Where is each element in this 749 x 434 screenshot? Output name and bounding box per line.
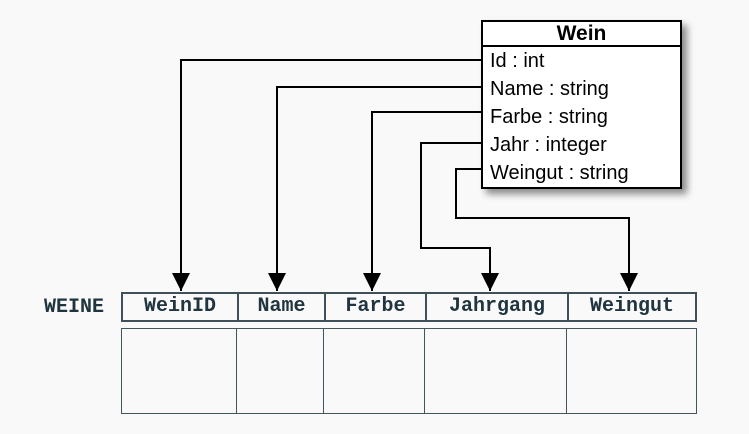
class-attribute-jahr: Jahr : integer bbox=[490, 134, 607, 156]
body-cell-name bbox=[236, 329, 323, 413]
class-attribute-id: Id : int bbox=[490, 50, 545, 72]
class-box-wein: Wein Id : int Name : string Farbe : stri… bbox=[481, 20, 682, 189]
column-header-weingut: Weingut bbox=[567, 294, 695, 320]
table-header-row: WeinID Name Farbe Jahrgang Weingut bbox=[121, 292, 697, 322]
class-box-title: Wein bbox=[483, 22, 680, 47]
column-header-farbe: Farbe bbox=[324, 294, 425, 320]
body-cell-jahrgang bbox=[424, 329, 566, 413]
connector-farbe-to-farbe bbox=[363, 111, 481, 291]
class-attribute-name: Name : string bbox=[490, 78, 609, 100]
body-cell-weingut bbox=[566, 329, 696, 413]
body-cell-weinid bbox=[122, 329, 236, 413]
column-header-jahrgang: Jahrgang bbox=[425, 294, 567, 320]
body-cell-farbe bbox=[323, 329, 424, 413]
class-attribute-weingut: Weingut : string bbox=[490, 162, 629, 184]
table-body-row bbox=[121, 328, 697, 414]
column-header-name: Name bbox=[237, 294, 324, 320]
table-name-label: WEINE bbox=[43, 296, 104, 319]
connector-jahr-to-jahrgang bbox=[420, 142, 499, 291]
connector-id-to-weinid bbox=[172, 59, 481, 291]
connector-name-to-name bbox=[268, 86, 481, 291]
column-header-weinid: WeinID bbox=[143, 295, 216, 318]
class-attribute-farbe: Farbe : string bbox=[490, 106, 608, 128]
